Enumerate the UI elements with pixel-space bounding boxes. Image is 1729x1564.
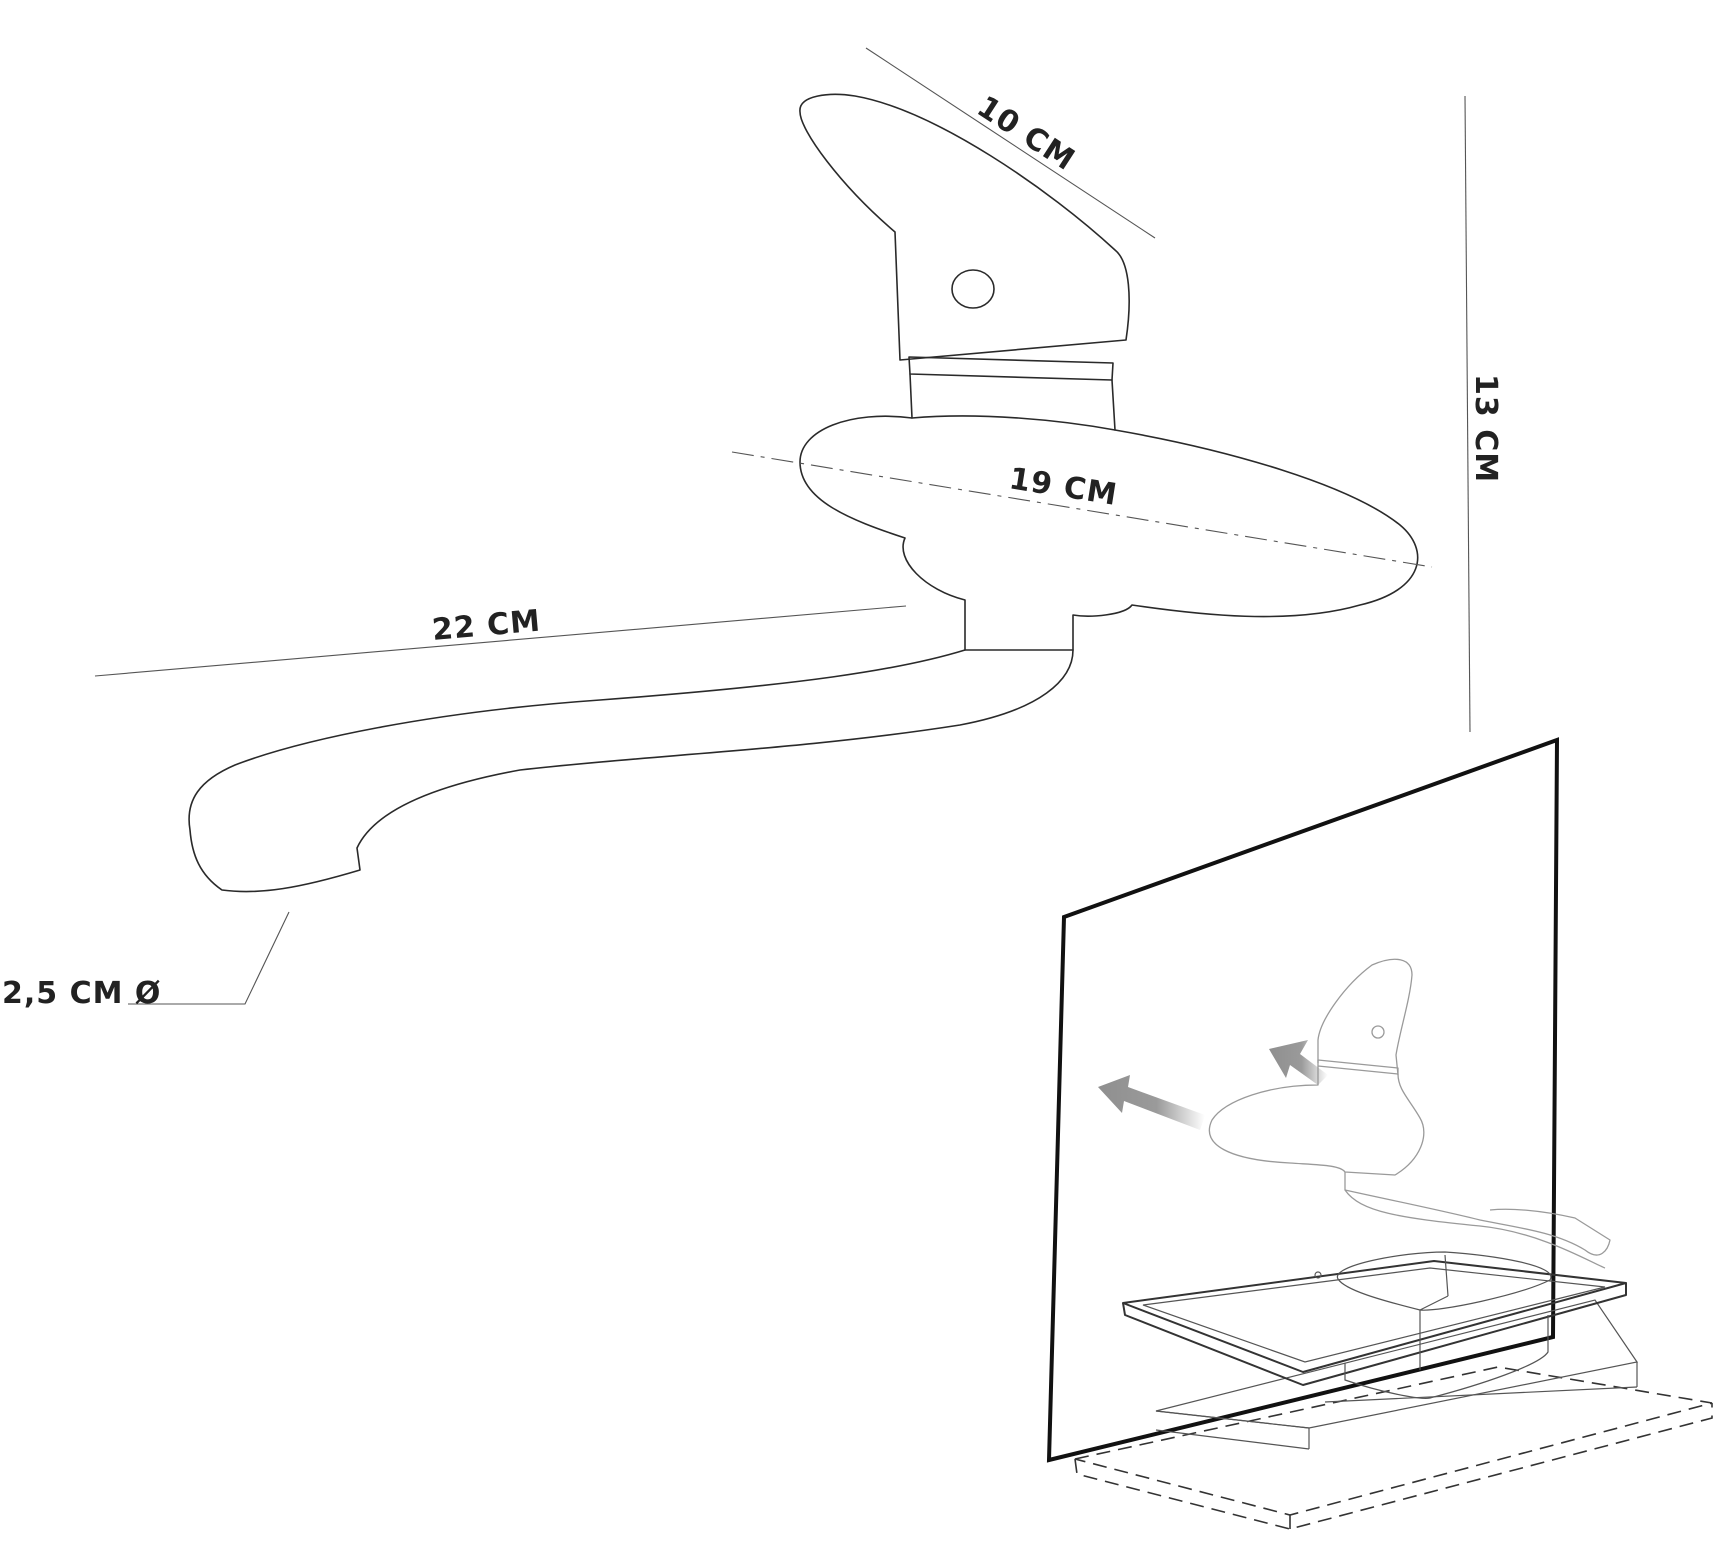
- faucet-collar: [908, 356, 1114, 381]
- faucet-neck: [909, 373, 1116, 431]
- installation-illustration: [1046, 737, 1713, 1530]
- label-handle-length: 10 CM: [971, 89, 1082, 178]
- label-spout-length: 22 CM: [431, 604, 543, 648]
- handle-screw-hole: [951, 269, 995, 309]
- arrow-left-icon: [1098, 1075, 1205, 1130]
- faucet-body: [799, 415, 1419, 651]
- faucet-spout: [188, 649, 1074, 893]
- faucet-handle: [799, 93, 1130, 361]
- arrow-right-icon: [1269, 1040, 1328, 1085]
- dimension-spout-length: 22 CM: [94, 604, 907, 677]
- dimension-handle-length: 10 CM: [865, 47, 1156, 239]
- dimension-body-length: 19 CM: [731, 451, 1433, 568]
- mounting-arrows: [1098, 1040, 1328, 1130]
- wall-panel: [1046, 737, 1560, 1463]
- dimension-outlet-diameter: 2,5 CM Ø: [2, 911, 290, 1011]
- ghost-faucet: [1208, 958, 1611, 1269]
- label-body-length: 19 CM: [1007, 461, 1120, 513]
- label-height: 13 CM: [1468, 374, 1503, 483]
- cutout-outline: [1155, 1299, 1639, 1450]
- sink: [1122, 1251, 1627, 1399]
- countertop-outline: [1074, 1366, 1713, 1530]
- label-outlet-diameter: 2,5 CM Ø: [2, 976, 161, 1011]
- faucet-outline: [188, 93, 1419, 893]
- dimension-height: 13 CM: [1464, 95, 1503, 733]
